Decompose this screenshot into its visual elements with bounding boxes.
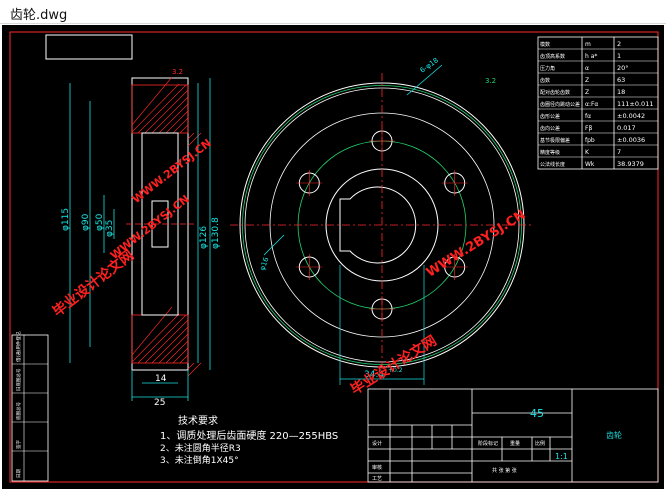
- watermarks: WWW.2BYSJ.CN毕业设计论文网WWW.2BYSJ.CN毕业设计论文网WW…: [49, 136, 528, 398]
- tb-label-sheet: 共 张 第 张: [492, 467, 517, 474]
- param-name: 配对齿轮齿数: [540, 89, 570, 96]
- title-block: [367, 388, 659, 483]
- param-symbol: h a*: [585, 53, 597, 60]
- param-name: 公法线长度: [540, 161, 565, 168]
- hatch-lines: [131, 76, 202, 377]
- param-symbol: K: [585, 149, 590, 156]
- param-value: 0.017: [617, 124, 636, 132]
- side-label: 旧底图总号: [15, 368, 22, 391]
- tech-item-2: 2、未注圆角半径R3: [160, 442, 241, 454]
- lightening-holes: [296, 128, 468, 322]
- param-value: 63: [617, 76, 625, 84]
- side-label: 签字: [15, 440, 22, 449]
- param-value: 2: [617, 40, 621, 48]
- bore-with-keyway: [339, 186, 417, 264]
- dim-d90: φ90: [81, 213, 91, 231]
- tb-label-craft: 工艺: [372, 476, 382, 482]
- param-name: 基节极限偏差: [540, 137, 570, 144]
- tb-label-audit: 审核: [372, 464, 382, 471]
- side-label: 日期: [16, 469, 22, 478]
- drawing-frame: [9, 31, 659, 483]
- drawing-code-box: [45, 34, 133, 60]
- param-symbol: Fβ: [585, 125, 592, 132]
- watermark-text: 毕业设计论文网: [49, 247, 137, 321]
- window-title: 齿轮.dwg: [10, 8, 68, 23]
- title-part-name: 齿轮: [606, 430, 622, 440]
- roughness-mark: 3.2: [172, 68, 183, 76]
- param-value: ±0.0042: [617, 112, 645, 120]
- dim-d130: φ130.8: [211, 217, 221, 249]
- hatch-region-bottom: [131, 314, 189, 364]
- dim-slot: φ16: [258, 256, 270, 272]
- cad-drawing: 模数 m 2 齿顶高系数 h a* 1 压力角 α 20° 齿数 Z 63 配对齿轮齿数 Z 18 齿圈径向跳…: [9, 31, 659, 483]
- dim-d115: φ115: [61, 208, 71, 231]
- param-value: 20°: [617, 64, 629, 72]
- param-name: 齿顶高系数: [540, 53, 565, 60]
- param-name: 齿向公差: [540, 125, 560, 132]
- title-material: 45: [530, 407, 544, 420]
- tb-label-design: 设计: [372, 440, 382, 447]
- side-label: 借(通)用件登记: [15, 331, 22, 362]
- side-label: 底图总号: [15, 402, 22, 420]
- param-name: 齿数: [540, 77, 550, 84]
- param-name: 模数: [540, 41, 550, 48]
- tech-item-3: 3、未注倒角1X45°: [160, 454, 239, 466]
- param-symbol: α:Fα: [585, 101, 598, 108]
- title-scale: 1:1: [555, 452, 568, 461]
- gear-section-view: [126, 76, 202, 377]
- parameter-table: 模数 m 2 齿顶高系数 h a* 1 压力角 α 20° 齿数 Z 63 配对齿轮齿数 Z 18 齿圈径向跳…: [537, 36, 659, 170]
- dim-d50: φ50: [95, 213, 105, 231]
- section-dimensions: [69, 78, 211, 401]
- param-symbol: α: [585, 65, 589, 72]
- param-name: 齿圈径向跳动公差: [540, 101, 580, 108]
- tech-item-1: 1、调质处理后齿面硬度 220—255HBS: [160, 429, 338, 442]
- dim-hole-callout: 6-φ18: [419, 56, 440, 74]
- dim-keyway: 34.4: [364, 370, 384, 380]
- param-symbol: fpb: [585, 137, 595, 144]
- param-symbol: fα: [585, 113, 591, 120]
- dim-d35: φ35: [105, 220, 115, 237]
- param-symbol: Z: [585, 89, 589, 96]
- dim-keyway-tol: +0.2: [388, 367, 403, 374]
- param-value: ±0.0036: [617, 136, 645, 144]
- param-symbol: Z: [585, 77, 589, 84]
- dim-d126: φ126: [199, 226, 209, 249]
- window-titlebar: 齿轮.dwg: [0, 0, 666, 24]
- param-symbol: Wk: [585, 161, 595, 168]
- watermark-text: WWW.2BYSJ.CN: [424, 207, 529, 280]
- param-value: 18: [617, 88, 625, 96]
- param-value: 111±0.011: [617, 100, 653, 108]
- hole-leader: [406, 64, 443, 96]
- param-table-border: [537, 36, 659, 170]
- param-name: 精度等级: [540, 149, 560, 156]
- param-name: 压力角: [540, 65, 555, 72]
- watermark-text: WWW.2BYSJ.CN: [108, 192, 192, 262]
- dim-w14: 14: [155, 374, 167, 384]
- hub-outline: [141, 132, 179, 316]
- param-value: 38.9379: [617, 160, 644, 168]
- tb-label-stage: 阶段标记: [478, 440, 498, 447]
- hatch-region-top: [131, 84, 189, 134]
- param-symbol: m: [585, 41, 591, 48]
- param-value: 7: [617, 148, 621, 156]
- tb-label-ratio: 比例: [535, 440, 545, 447]
- cad-canvas[interactable]: 模数 m 2 齿顶高系数 h a* 1 压力角 α 20° 齿数 Z 63 配对齿轮齿数 Z 18 齿圈径向跳…: [2, 25, 664, 489]
- tb-label-weight: 重量: [510, 440, 520, 447]
- gear-front-view: [230, 64, 534, 385]
- dim-w25: 25: [154, 398, 165, 408]
- param-name: 齿形公差: [540, 113, 560, 120]
- param-value: 1: [617, 52, 621, 60]
- roughness-general: 3.2: [485, 77, 496, 85]
- tech-title: 技术要求: [178, 414, 218, 427]
- slot-leader: [263, 234, 285, 256]
